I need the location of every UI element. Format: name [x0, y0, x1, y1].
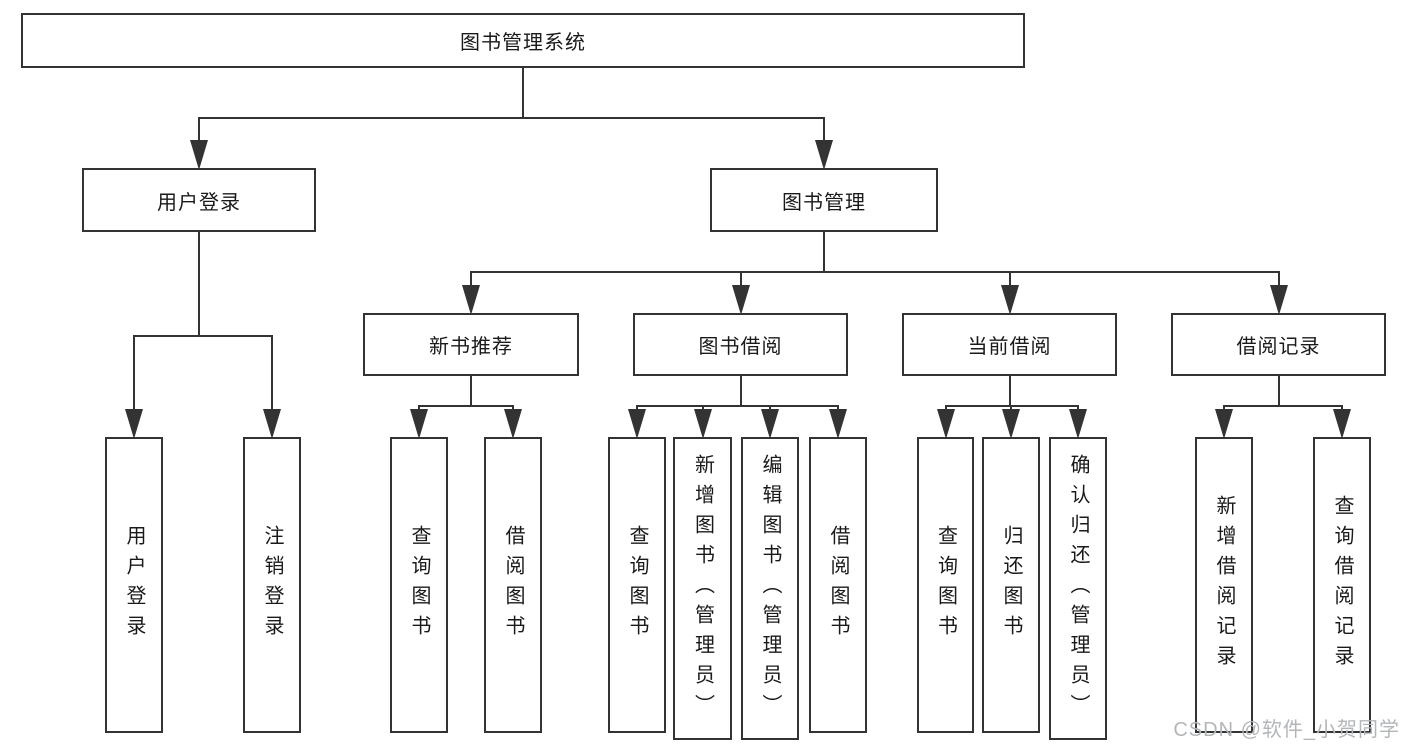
node-label-borrow-books-rec: 借阅图书: [502, 525, 524, 645]
connector-stem-book-mgmt: [823, 232, 825, 273]
connector-arrow-query-books-rec: [410, 409, 428, 439]
node-query-books-current: 查询图书: [917, 437, 974, 733]
node-book-borrow: 图书借阅: [633, 313, 848, 376]
node-root: 图书管理系统: [21, 13, 1025, 68]
node-label-new-book-rec: 新书推荐: [429, 336, 513, 358]
node-label-query-borrow-record: 查询借阅记录: [1331, 495, 1353, 675]
connector-stem-new-book-rec: [470, 376, 472, 407]
connector-stem-user-login: [198, 232, 200, 337]
connector-drop-borrow-books-borrow: [837, 406, 839, 409]
connector-drop-query-borrow-record: [1341, 406, 1343, 409]
node-label-confirm-return-admin: 确认归还（管理员）: [1067, 453, 1089, 724]
connector-rail-user-login: [133, 335, 273, 337]
connector-drop-user-login-item: [133, 336, 135, 409]
node-query-books-rec: 查询图书: [390, 437, 448, 733]
connector-rail-borrow-records: [1223, 405, 1343, 407]
connector-arrow-add-borrow-record: [1215, 409, 1233, 439]
node-label-root: 图书管理系统: [460, 32, 586, 54]
node-label-book-borrow: 图书借阅: [698, 336, 783, 358]
connector-arrow-return-books: [1002, 409, 1020, 439]
connector-drop-book-mgmt: [823, 118, 825, 140]
connector-drop-confirm-return-admin: [1077, 406, 1079, 409]
node-borrow-books-borrow: 借阅图书: [809, 437, 867, 733]
node-borrow-books-rec: 借阅图书: [484, 437, 542, 733]
node-edit-books-admin: 编辑图书（管理员）: [741, 437, 799, 740]
connector-stem-book-borrow: [739, 376, 742, 407]
node-label-book-mgmt: 图书管理: [782, 191, 866, 214]
node-label-return-books: 归还图书: [1000, 525, 1022, 645]
node-label-add-books-admin: 新增图书（管理员）: [691, 453, 714, 724]
connector-rail-book-mgmt: [470, 271, 1280, 273]
connector-drop-book-borrow: [739, 272, 742, 285]
connector-drop-current-borrow: [1008, 272, 1011, 285]
node-new-book-rec: 新书推荐: [363, 313, 579, 376]
node-query-books-borrow: 查询图书: [608, 437, 666, 733]
connector-arrow-current-borrow: [1000, 285, 1019, 315]
connector-rail-new-book-rec: [418, 405, 514, 407]
connector-drop-borrow-records: [1277, 272, 1280, 285]
node-add-borrow-record: 新增借阅记录: [1195, 437, 1253, 733]
connector-arrow-query-books-borrow: [628, 409, 646, 439]
connector-stem-root: [522, 68, 524, 119]
connector-stem-borrow-records: [1277, 376, 1280, 407]
connector-arrow-edit-books-admin: [761, 409, 779, 439]
node-label-user-login: 用户登录: [157, 191, 241, 214]
connector-drop-query-books-current: [944, 406, 947, 409]
node-logout-item: 注销登录: [243, 437, 301, 733]
node-current-borrow: 当前借阅: [902, 313, 1117, 376]
connector-drop-add-borrow-record: [1223, 406, 1225, 409]
connector-arrow-user-login-item: [125, 409, 143, 439]
connector-arrow-confirm-return-admin: [1069, 409, 1087, 439]
connector-arrow-book-mgmt: [815, 140, 833, 170]
connector-drop-logout-item: [271, 336, 273, 409]
connector-drop-new-book-rec: [470, 272, 472, 285]
connector-drop-user-login: [198, 118, 200, 140]
node-label-current-borrow: 当前借阅: [967, 336, 1052, 358]
connector-arrow-add-books-admin: [693, 409, 712, 439]
node-return-books: 归还图书: [982, 437, 1040, 733]
connector-drop-edit-books-admin: [769, 406, 771, 409]
node-user-login-item: 用户登录: [105, 437, 163, 733]
connector-arrow-borrow-books-rec: [504, 409, 522, 439]
node-confirm-return-admin: 确认归还（管理员）: [1049, 437, 1107, 740]
node-label-logout-item: 注销登录: [261, 525, 283, 645]
connector-drop-return-books: [1010, 406, 1012, 409]
node-label-borrow-records: 借阅记录: [1236, 336, 1321, 358]
connector-arrow-new-book-rec: [462, 285, 480, 315]
node-user-login: 用户登录: [82, 168, 316, 232]
connector-arrow-query-books-current: [936, 409, 955, 439]
node-label-query-books-borrow: 查询图书: [626, 525, 648, 645]
connector-arrow-borrow-records: [1269, 285, 1288, 315]
connector-arrow-query-borrow-record: [1333, 409, 1351, 439]
connector-arrow-borrow-books-borrow: [829, 409, 847, 439]
connector-arrow-logout-item: [263, 409, 281, 439]
connector-rail-book-borrow: [636, 405, 839, 407]
node-label-user-login-item: 用户登录: [123, 525, 145, 645]
node-book-mgmt: 图书管理: [710, 168, 938, 232]
node-label-edit-books-admin: 编辑图书（管理员）: [759, 453, 781, 724]
node-label-query-books-rec: 查询图书: [408, 525, 430, 645]
node-label-borrow-books-borrow: 借阅图书: [827, 525, 849, 645]
connector-drop-query-books-rec: [418, 406, 420, 409]
node-add-books-admin: 新增图书（管理员）: [673, 437, 732, 740]
node-label-query-books-current: 查询图书: [934, 525, 957, 645]
connector-drop-add-books-admin: [701, 406, 704, 409]
node-borrow-records: 借阅记录: [1171, 313, 1386, 376]
connector-drop-query-books-borrow: [636, 406, 638, 409]
node-label-add-borrow-record: 新增借阅记录: [1213, 495, 1235, 675]
connector-arrow-book-borrow: [731, 285, 750, 315]
connector-stem-current-borrow: [1008, 376, 1011, 407]
connector-arrow-user-login: [190, 140, 208, 170]
connector-drop-borrow-books-rec: [512, 406, 514, 409]
csdn-watermark: CSDN @软件_小贺同学: [1173, 719, 1400, 741]
node-query-borrow-record: 查询借阅记录: [1313, 437, 1371, 733]
connector-rail-root: [198, 117, 825, 119]
